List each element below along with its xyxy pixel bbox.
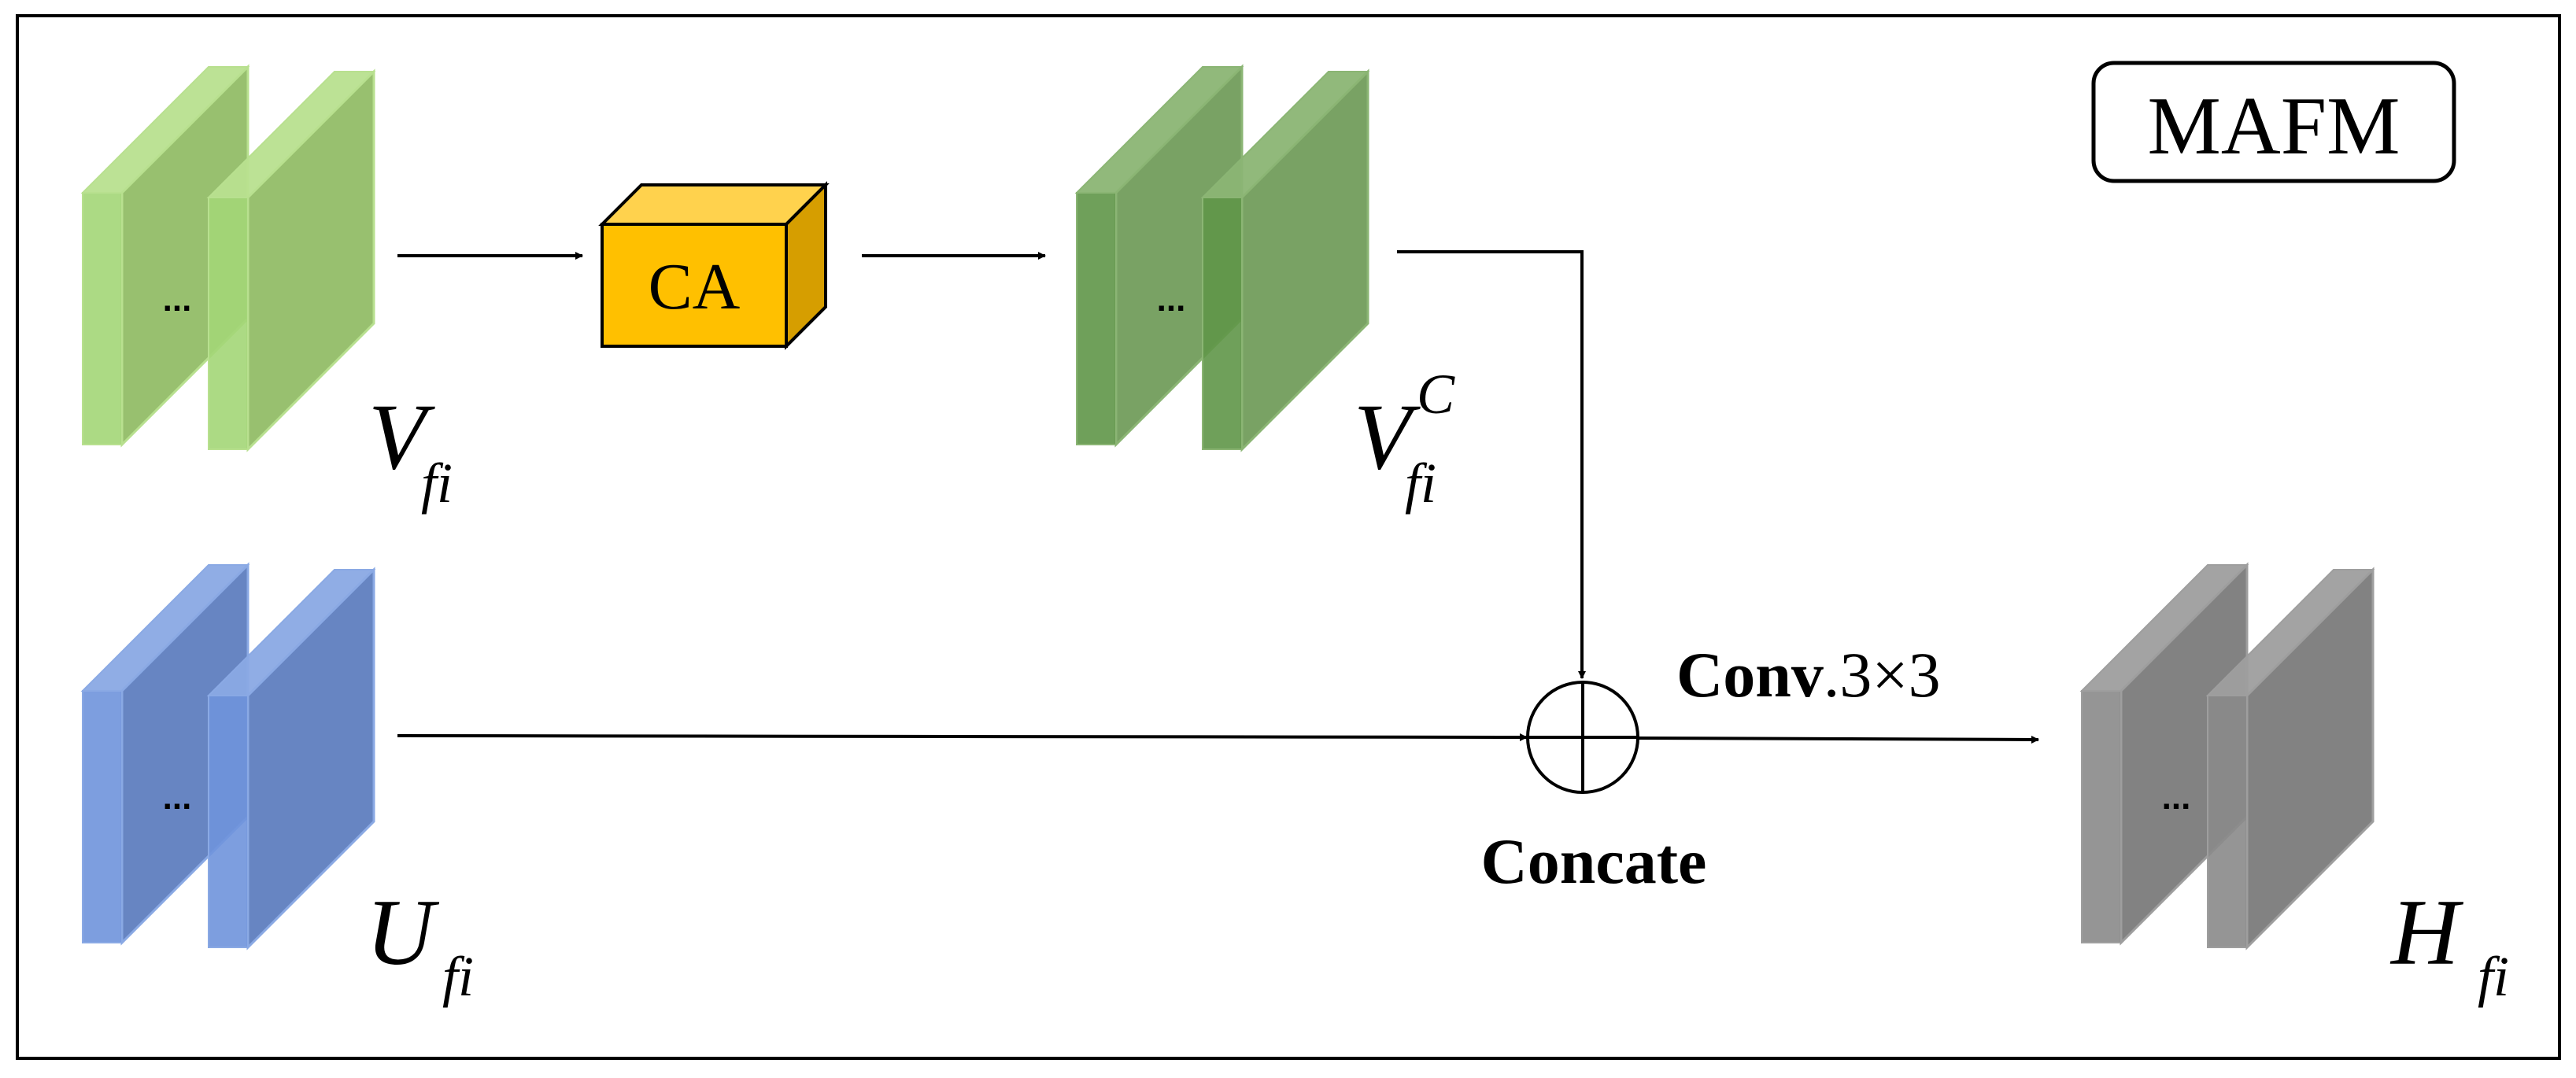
label-vc-sup: C bbox=[1417, 363, 1455, 426]
module-title-text: MAFM bbox=[2148, 79, 2400, 172]
feature-map-h: ... bbox=[2079, 562, 2375, 951]
label-u-sub: fi bbox=[442, 945, 474, 1008]
concat-symbol bbox=[1526, 681, 1639, 794]
conv-label-rest: .3×3 bbox=[1824, 639, 1941, 711]
stack-h-slab-front bbox=[2205, 567, 2375, 951]
ca-block-label: CA bbox=[649, 250, 741, 323]
feature-map-vc: ... bbox=[1074, 64, 1370, 452]
stack-u-slab-front-front bbox=[208, 695, 249, 948]
label-v-sub: fi bbox=[421, 452, 453, 515]
arrow-vc-to-concat bbox=[1397, 250, 1586, 679]
stack-v-slab-front bbox=[206, 68, 376, 452]
label-h-sub: fi bbox=[2478, 945, 2509, 1008]
label-vc-main: V bbox=[1354, 384, 1421, 489]
stack-u-dots: ... bbox=[163, 778, 192, 817]
label-h-main: H bbox=[2389, 880, 2464, 984]
module-title: MAFM bbox=[2091, 61, 2456, 183]
stack-v-slab-back-front bbox=[82, 192, 123, 445]
stack-vc-slab-front-front bbox=[1202, 197, 1243, 450]
label-vc-sub: fi bbox=[1405, 452, 1436, 515]
ca-block: CA bbox=[598, 181, 830, 350]
feature-map-u: ... bbox=[80, 562, 376, 951]
feature-map-v: ... bbox=[80, 64, 376, 452]
concat-label: Concate bbox=[1481, 825, 1707, 897]
stack-h-slab-back-front bbox=[2081, 690, 2122, 943]
arrow-concat-to-h bbox=[1638, 735, 2039, 744]
stack-vc-slab-front bbox=[1200, 68, 1370, 452]
stack-h-dots: ... bbox=[2162, 778, 2191, 817]
conv-label: Conv.3×3 bbox=[1676, 639, 1941, 711]
label-v-main: V bbox=[368, 384, 435, 489]
stack-u-slab-back-front bbox=[82, 690, 123, 943]
stack-vc-dots: ... bbox=[1157, 280, 1186, 319]
label-u-main: U bbox=[366, 880, 440, 984]
module-title-box bbox=[2091, 61, 2456, 183]
conv-label-bold: Conv bbox=[1676, 639, 1824, 711]
stack-u-slab-front bbox=[206, 567, 376, 951]
stack-h-slab-front-front bbox=[2207, 695, 2248, 948]
ca-block-front bbox=[601, 223, 788, 348]
arrow-u-to-concat bbox=[397, 733, 1528, 741]
stack-v-dots: ... bbox=[163, 280, 192, 319]
stack-v-slab-front-front bbox=[208, 197, 249, 450]
stack-vc-slab-back-front bbox=[1076, 192, 1117, 445]
